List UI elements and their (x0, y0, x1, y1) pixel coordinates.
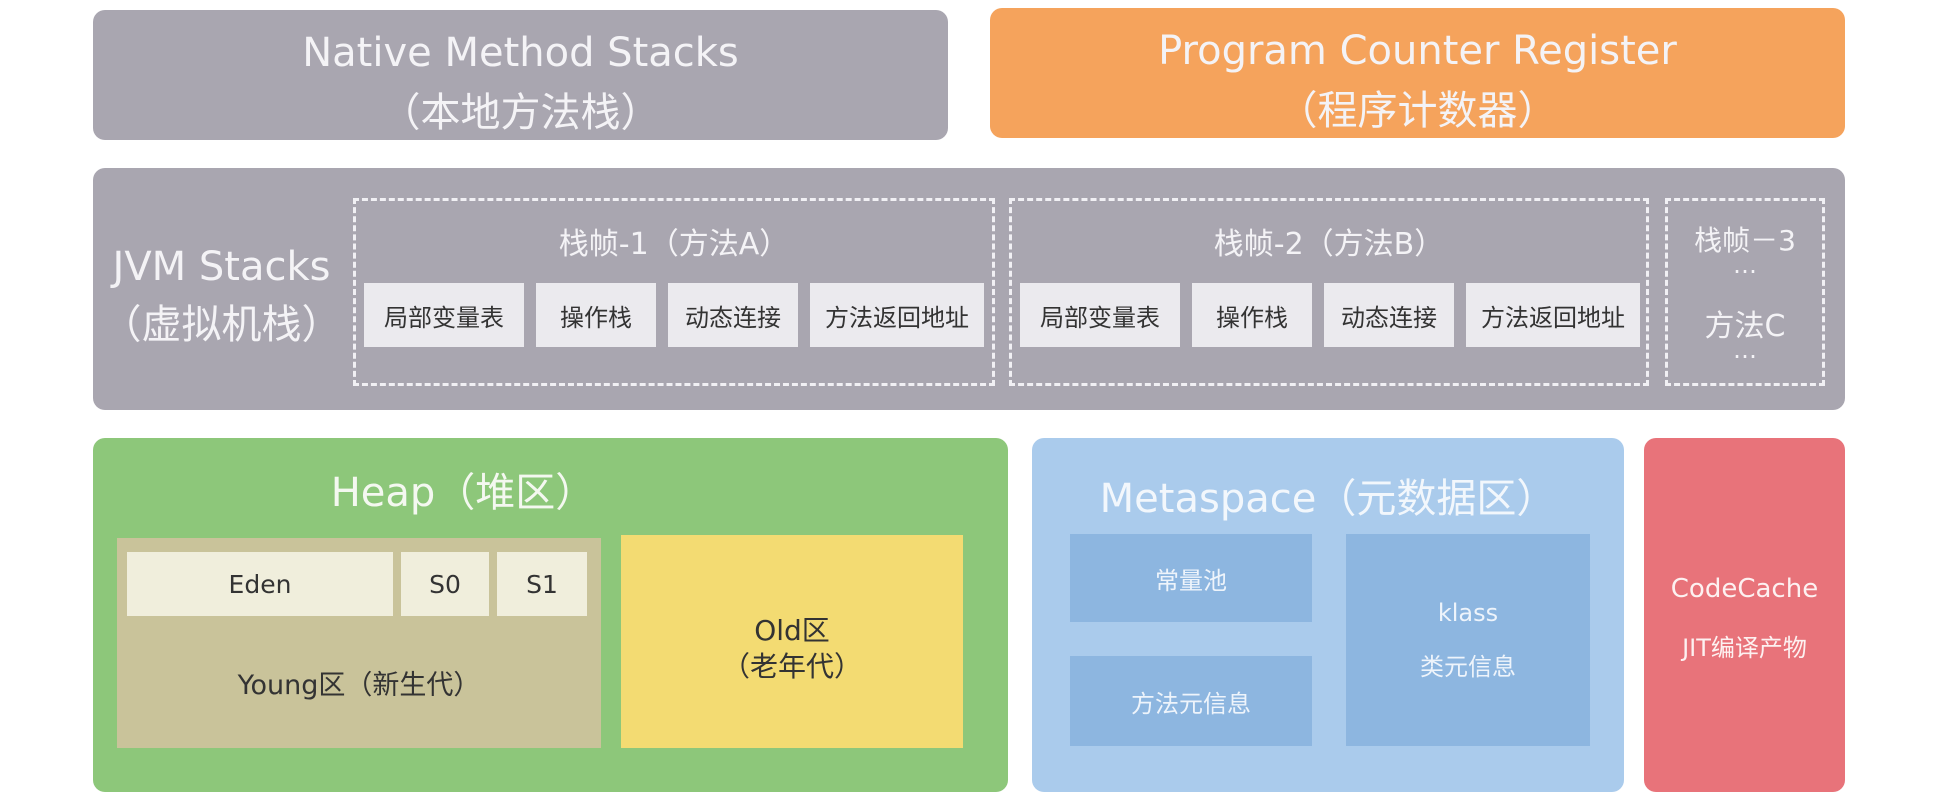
stack-frame-1: 栈帧-1（方法A） 局部变量表 操作栈 动态连接 方法返回地址 (353, 198, 995, 386)
eden-space: Eden (127, 552, 393, 616)
codecache-title: CodeCache (1670, 574, 1819, 604)
old-subtitle: （老年代） (721, 650, 862, 683)
stack-frame-2: 栈帧-2（方法B） 局部变量表 操作栈 动态连接 方法返回地址 (1009, 198, 1649, 386)
heap-box: Heap（堆区） Eden S0 S1 Young区（新生代） Old区 （老年… (93, 438, 1008, 792)
codecache-subtitle: JIT编译产物 (1682, 634, 1807, 662)
jvm-stacks-box: JVM Stacks （虚拟机栈） 栈帧-1（方法A） 局部变量表 操作栈 动态… (93, 168, 1845, 410)
frame3-method: 方法C (1704, 309, 1786, 344)
frame3-dots-bottom: … (1733, 336, 1757, 364)
frame2-dynamic-link: 动态连接 (1324, 283, 1454, 347)
constant-pool: 常量池 (1070, 534, 1312, 622)
old-title: Old区 (754, 614, 830, 647)
frame2-return-address: 方法返回地址 (1466, 283, 1640, 347)
pcr-subtitle: （程序计数器） (1277, 88, 1558, 134)
klass-sublabel: 类元信息 (1420, 652, 1516, 681)
frame2-title: 栈帧-2（方法B） (1213, 227, 1445, 262)
codecache-box: CodeCache JIT编译产物 (1644, 438, 1845, 792)
young-generation: Eden S0 S1 Young区（新生代） (117, 538, 601, 748)
frame1-operand-stack: 操作栈 (536, 283, 656, 347)
frame3-dots-top: … (1733, 251, 1757, 279)
native-title: Native Method Stacks (302, 30, 739, 76)
constant-pool-label: 常量池 (1155, 566, 1227, 595)
method-metadata: 方法元信息 (1070, 656, 1312, 746)
frame1-local-vars: 局部变量表 (364, 283, 524, 347)
klass-metadata: klass 类元信息 (1346, 534, 1590, 746)
native-subtitle: （本地方法栈） (380, 90, 661, 136)
frame1-dynamic-link: 动态连接 (668, 283, 798, 347)
jvm-title: JVM Stacks (112, 244, 331, 290)
metaspace-box: Metaspace（元数据区） 常量池 方法元信息 klass 类元信息 (1032, 438, 1624, 792)
program-counter-register-box: Program Counter Register （程序计数器） (990, 8, 1845, 138)
pcr-title: Program Counter Register (1158, 28, 1677, 74)
frame1-title: 栈帧-1（方法A） (558, 227, 790, 262)
frame2-operand-stack: 操作栈 (1192, 283, 1312, 347)
heap-title: Heap（堆区） (330, 470, 596, 516)
frame1-return-address: 方法返回地址 (810, 283, 984, 347)
metaspace-title: Metaspace（元数据区） (1099, 476, 1557, 522)
method-metadata-label: 方法元信息 (1131, 689, 1251, 718)
klass-label: klass (1437, 598, 1499, 627)
stack-frame-3: 栈帧－3 … 方法C … (1665, 198, 1825, 386)
frame3-title: 栈帧－3 (1694, 224, 1796, 257)
frame2-local-vars: 局部变量表 (1020, 283, 1180, 347)
native-method-stacks-box: Native Method Stacks （本地方法栈） (93, 10, 948, 140)
jvm-subtitle: （虚拟机栈） (101, 302, 342, 348)
survivor-s1: S1 (497, 552, 587, 616)
old-generation: Old区 （老年代） (621, 535, 963, 748)
young-label: Young区（新生代） (237, 670, 481, 701)
survivor-s0: S0 (401, 552, 489, 616)
